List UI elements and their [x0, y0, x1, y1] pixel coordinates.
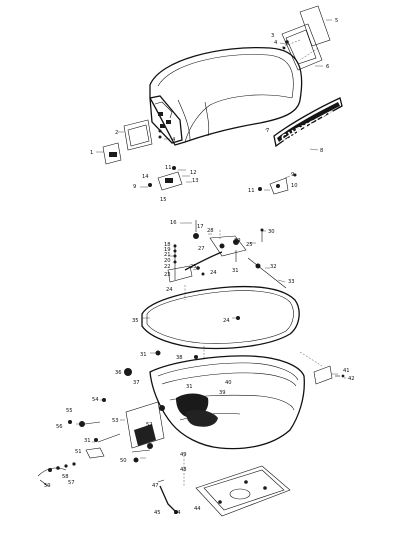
callout-56: 56: [56, 424, 63, 430]
callout-37: 37: [133, 380, 140, 386]
callout-41: 41: [343, 368, 350, 374]
callout-51: 51: [75, 449, 82, 455]
callout-53: 53: [112, 418, 119, 424]
rear-vent-assembly: [279, 5, 331, 71]
callout-7: 5: [335, 18, 338, 24]
callout-31d: 31: [84, 438, 91, 444]
callout-13: 13: [192, 178, 199, 184]
callout-labels: 5 3 4 6 7 2 4 1 8 11 12 14 13 9 15 9 10 …: [44, 18, 355, 516]
throttle-linkage: [167, 220, 287, 300]
shift-lever: [157, 479, 178, 514]
callout-23: 23: [164, 272, 171, 278]
callout-48: 48: [180, 467, 187, 473]
lower-cowl: [149, 346, 323, 450]
callout-10: 10: [291, 183, 298, 189]
cowl-latch-hardware: [148, 166, 297, 195]
callout-31: 31: [232, 268, 239, 274]
callout-3: 3: [271, 33, 274, 39]
callout-31c: 31: [186, 384, 193, 390]
callout-1: 1: [90, 150, 93, 156]
callout-6: 6: [326, 64, 329, 70]
callout-8: 8: [320, 148, 323, 154]
callout-24d: 24: [174, 510, 181, 516]
callout-4: 4: [274, 40, 278, 46]
callout-59: 59: [44, 483, 51, 489]
callout-47: 47: [152, 483, 159, 489]
callout-32: 32: [270, 264, 277, 270]
callout-9: 9: [133, 184, 136, 190]
callout-54: 54: [92, 397, 99, 403]
callout-42: 42: [348, 376, 355, 382]
callout-49: 49: [180, 452, 187, 458]
callout-12: 12: [190, 170, 197, 176]
callout-5: 7: [266, 128, 269, 134]
leader-lines: [76, 19, 346, 459]
callout-45: 45: [154, 510, 161, 516]
callout-25: 25: [246, 242, 253, 248]
bottom-mounting-plate: [183, 452, 291, 517]
callout-19: 19: [164, 247, 171, 253]
callout-28: 28: [207, 228, 214, 234]
callout-58: 58: [62, 474, 69, 480]
callout-35: 35: [132, 318, 139, 324]
callout-40: 40: [225, 380, 232, 386]
callout-27: 27: [198, 246, 205, 252]
lower-side-panel: [124, 350, 198, 449]
callout-9b: 9: [291, 172, 294, 178]
choke-knob-hardware: [37, 398, 151, 487]
callout-50: 50: [120, 458, 127, 464]
callout-21: 21: [164, 252, 171, 258]
callout-57: 57: [68, 480, 75, 486]
callout-38: 38: [176, 355, 183, 361]
callout-24: 24: [166, 287, 173, 293]
callout-15: 15: [160, 197, 167, 203]
callout-2: 2: [115, 130, 118, 136]
cowl-seal-gasket: [141, 285, 300, 350]
callout-25b: 25: [190, 264, 197, 270]
callout-11b: 11: [248, 188, 255, 194]
callout-52: 52: [146, 422, 153, 428]
callout-22: 22: [164, 264, 171, 270]
callout-36: 36: [115, 370, 122, 376]
callout-29: 29: [234, 238, 241, 244]
callout-30: 30: [268, 229, 275, 235]
top-cowl: [149, 46, 303, 146]
callout-4b: 4: [172, 137, 176, 143]
callout-20: 20: [164, 258, 171, 264]
callout-18: 18: [164, 242, 171, 248]
callout-17: 17: [197, 224, 204, 230]
callout-14: 14: [142, 174, 149, 180]
callout-31b: 31: [140, 352, 147, 358]
callout-11: 11: [165, 165, 172, 171]
front-plates: [102, 119, 162, 165]
callout-16: 16: [170, 220, 177, 226]
callout-44: 44: [194, 506, 201, 512]
right-bracket: [313, 365, 345, 385]
callout-24c: 24: [223, 318, 230, 324]
callout-39: 39: [219, 390, 226, 396]
chrysler-nameplate: CHRYSLER: [273, 97, 343, 148]
callout-55: 55: [66, 408, 73, 414]
callout-24b: 24: [210, 270, 217, 276]
callout-33: 33: [288, 279, 295, 285]
